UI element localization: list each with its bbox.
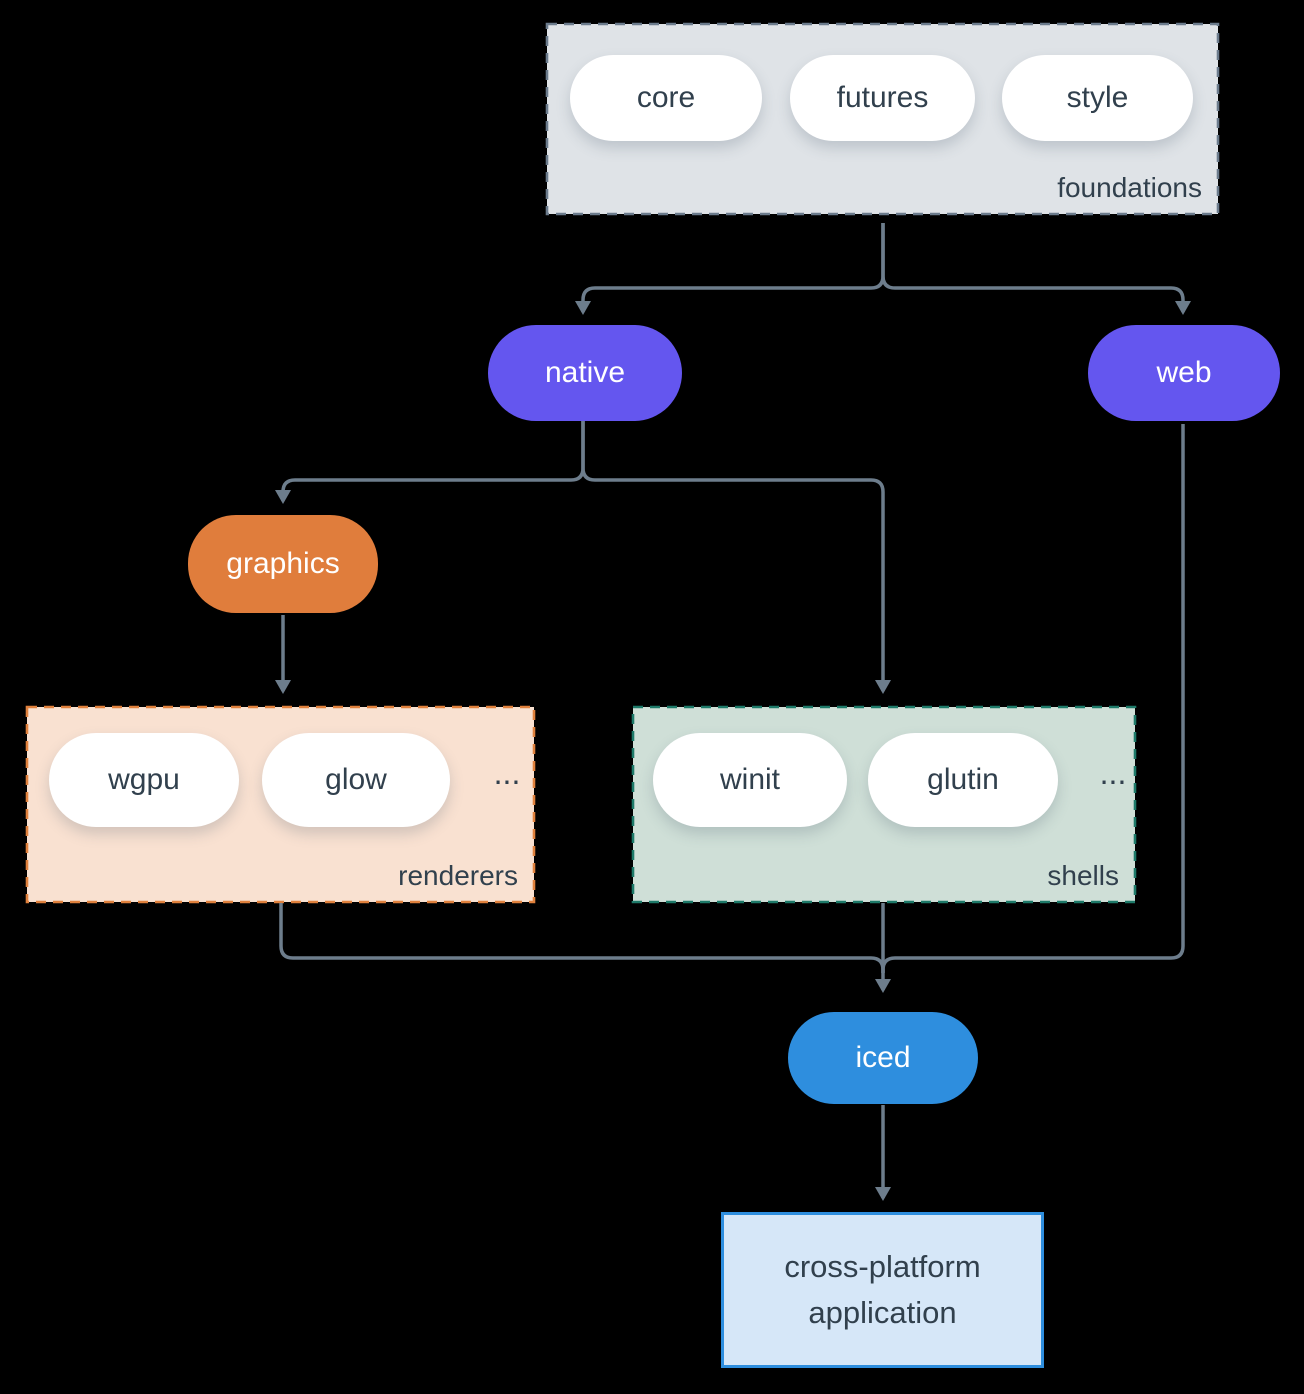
- application-box: cross-platform application: [721, 1212, 1044, 1368]
- crate-core: core: [570, 55, 762, 141]
- node-native: native: [488, 325, 682, 421]
- node-iced: iced: [788, 1012, 978, 1104]
- crate-glow: glow: [262, 733, 450, 827]
- connector-native-to-graphics: [275, 421, 585, 504]
- shells-group: winit glutin ... shells: [633, 707, 1135, 902]
- foundations-group-label: foundations: [1057, 172, 1202, 203]
- connector-foundations-to-web: [881, 223, 1191, 315]
- crate-wgpu: wgpu: [49, 733, 239, 827]
- application-label-line2: application: [808, 1295, 957, 1330]
- node-graphics: graphics: [188, 515, 378, 613]
- application-label-line1: cross-platform: [784, 1248, 981, 1284]
- foundations-group: core futures style foundations: [547, 24, 1218, 214]
- connector-native-to-shells: [581, 421, 891, 694]
- connector-foundations-to-native: [575, 223, 885, 315]
- renderers-group: wgpu glow ... renderers: [27, 707, 534, 902]
- connector-renderers-to-merge: [279, 903, 885, 973]
- crate-glutin: glutin: [868, 733, 1058, 827]
- crate-futures: futures: [790, 55, 975, 141]
- crate-winit: winit: [653, 733, 847, 827]
- renderers-group-label: renderers: [398, 860, 518, 891]
- crate-style: style: [1002, 55, 1193, 141]
- renderers-ellipsis: ...: [493, 755, 521, 791]
- shells-ellipsis: ...: [1099, 755, 1127, 791]
- shells-group-label: shells: [1047, 860, 1119, 891]
- node-web: web: [1088, 325, 1280, 421]
